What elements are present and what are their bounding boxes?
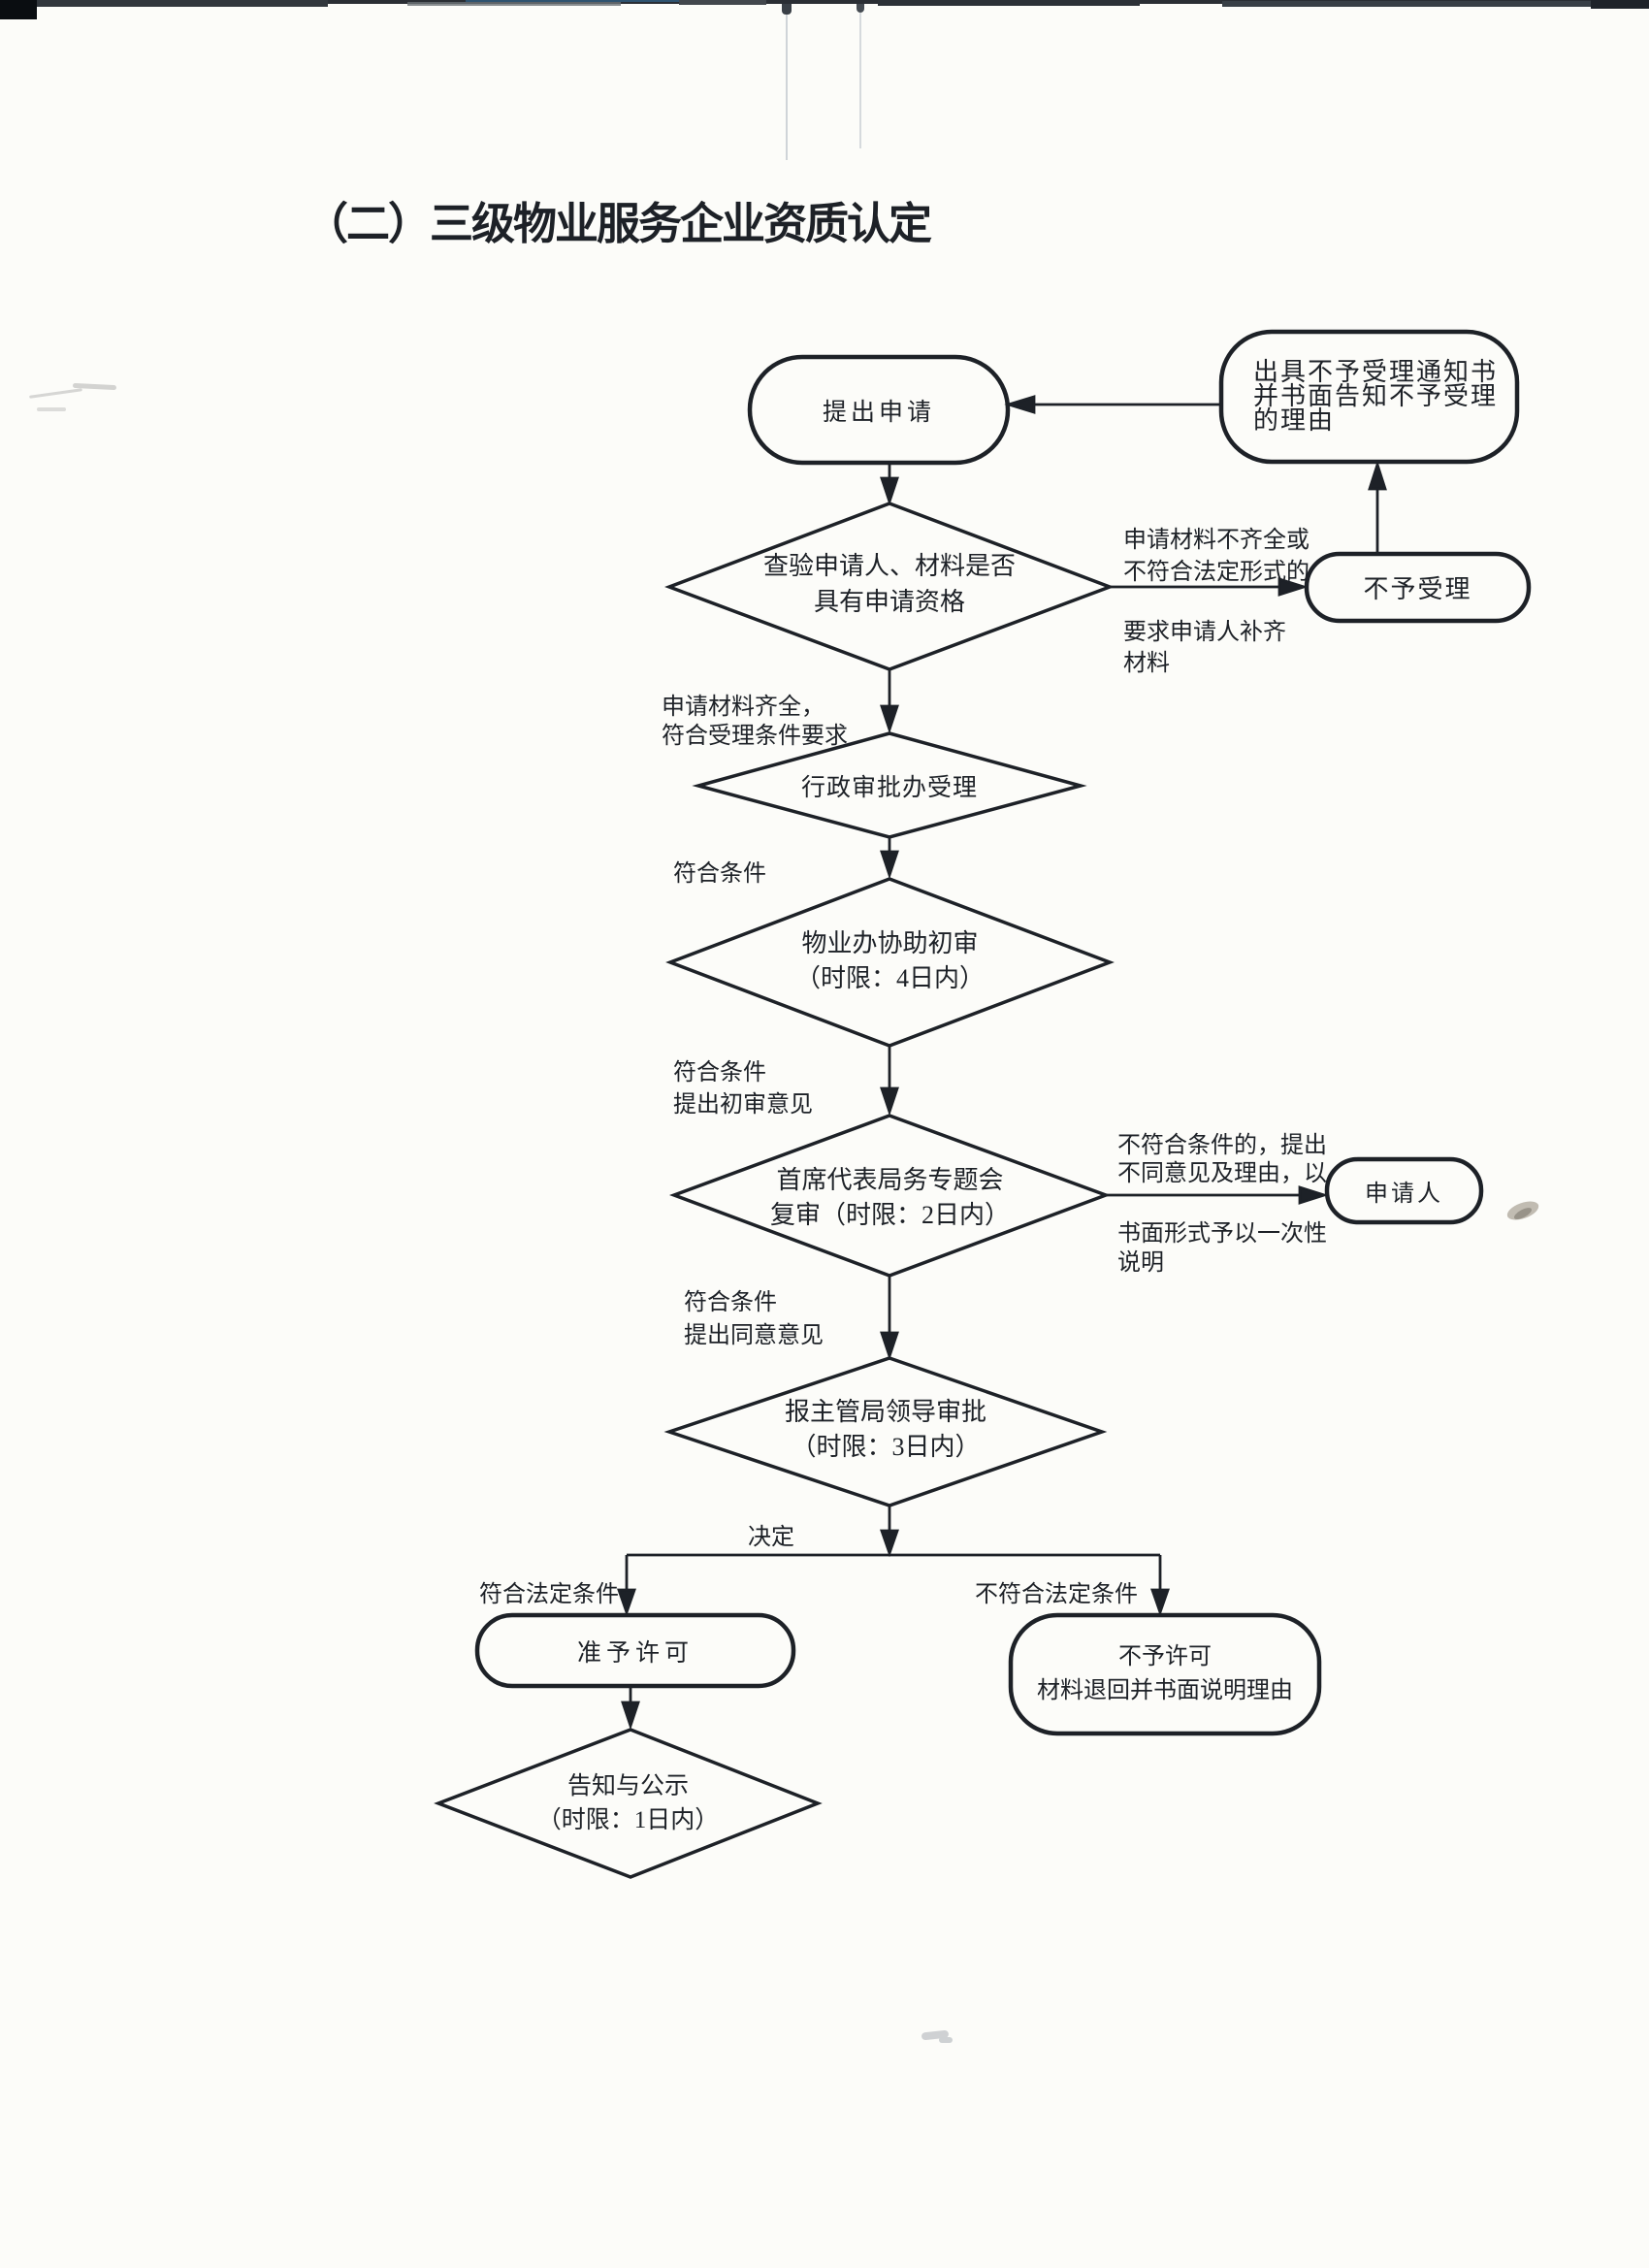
check-line1: 查验申请人、材料是否	[762, 552, 1016, 580]
scan-noise-seg	[1591, 0, 1649, 9]
arrowhead	[1277, 577, 1309, 597]
incomplete-line3: 要求申请人补齐	[1123, 620, 1286, 645]
approve-line2: （时限：3日内）	[791, 1433, 981, 1461]
notice-line1: 出具不予受理通知书	[1253, 358, 1499, 386]
accept-text: 行政审批办受理	[800, 774, 978, 801]
complete-line2: 符合受理条件要求	[662, 724, 848, 749]
scan-noise-top-band	[0, 0, 1649, 4]
review-line1: 首席代表局务专题会	[776, 1166, 1004, 1194]
illegal-label: 不符合法定条件	[975, 1582, 1138, 1607]
deny-line2: 材料退回并书面说明理由	[1037, 1678, 1293, 1703]
node-notice-box	[1218, 329, 1520, 465]
incomplete-note-lower: 要求申请人补齐 材料	[1123, 617, 1286, 679]
approve-label: 报主管局领导审批 （时限：3日内）	[669, 1395, 1102, 1465]
arrowhead	[1298, 1185, 1329, 1205]
scan-noise-blue-edge	[466, 0, 737, 2]
arrowhead	[880, 1331, 899, 1361]
arrowhead	[621, 1701, 640, 1731]
start-label: 提出申请	[750, 357, 1008, 463]
arrowhead	[880, 850, 899, 880]
cond-meet2-line1: 符合条件	[673, 1060, 766, 1085]
arrowhead	[1368, 460, 1387, 491]
cond-meet2-label: 符合条件 提出初审意见	[673, 1057, 813, 1121]
node-announce-diamond	[434, 1728, 823, 1879]
scan-noise-tick	[857, 4, 864, 13]
disagree-note-upper: 不符合条件的，提出 不同意见及理由，以	[1117, 1132, 1327, 1188]
check-line2: 具有申请资格	[813, 588, 965, 616]
node-start	[747, 354, 1011, 466]
review-line2: 复审（时限：2日内）	[769, 1201, 1010, 1229]
legal-label: 符合法定条件	[479, 1582, 619, 1607]
applicant-label: 申请人	[1327, 1159, 1481, 1222]
initial-line2: （时限：4日内）	[794, 964, 985, 992]
scan-noise-seg	[1222, 1, 1649, 7]
notice-line3: 的理由	[1253, 406, 1336, 435]
scan-streak	[786, 15, 788, 160]
disagree-line2: 不同意见及理由，以	[1117, 1161, 1327, 1186]
not-accept-label: 不予受理	[1307, 554, 1529, 621]
not-accept-text: 不予受理	[1363, 575, 1472, 603]
incomplete-line4: 材料	[1123, 651, 1170, 676]
disagree-line4: 说明	[1117, 1250, 1164, 1276]
scan-smudge	[37, 407, 66, 411]
node-deny	[1008, 1612, 1322, 1736]
scan-smudge	[939, 2037, 953, 2043]
arrowhead	[880, 476, 899, 506]
deny-label: 不予许可 材料退回并书面说明理由	[1011, 1615, 1319, 1733]
deny-line1: 不予许可	[1118, 1644, 1212, 1669]
disagree-note-lower: 书面形式予以一次性 说明	[1117, 1219, 1327, 1278]
disagree-line1: 不符合条件的，提出	[1117, 1133, 1327, 1158]
incomplete-line1: 申请材料不齐全或	[1123, 528, 1310, 553]
scan-noise-seg	[407, 2, 621, 6]
scan-streak	[859, 13, 861, 148]
scan-noise-tick	[782, 4, 792, 15]
arrowhead	[880, 1529, 899, 1558]
arrowhead	[880, 704, 899, 734]
scan-noise-seg	[37, 0, 328, 7]
approve-line1: 报主管局领导审批	[784, 1398, 986, 1426]
arrowhead	[1150, 1588, 1170, 1617]
cond-meet2-line2: 提出初审意见	[673, 1092, 813, 1118]
accept-label: 行政审批办受理	[698, 733, 1081, 837]
scan-noise-seg	[878, 0, 1140, 6]
incomplete-line2: 不符合法定形式的	[1123, 560, 1310, 585]
permit-text: 准予许可	[576, 1639, 694, 1667]
complete-line1: 申请材料齐全，	[662, 695, 824, 720]
node-permit	[474, 1612, 796, 1689]
review-label: 首席代表局务专题会 复审（时限：2日内）	[674, 1163, 1106, 1233]
initial-line1: 物业办协助初审	[801, 929, 979, 957]
notice-line2: 并书面告知不予受理	[1253, 382, 1499, 410]
disagree-line3: 书面形式予以一次性	[1117, 1221, 1327, 1247]
cond-meet3-label: 符合条件 提出同意意见	[684, 1286, 824, 1352]
incomplete-note-upper: 申请材料不齐全或 不符合法定形式的	[1123, 525, 1310, 589]
node-applicant	[1324, 1156, 1484, 1225]
notice-text: 出具不予受理通知书 并书面告知不予受理 的理由	[1253, 358, 1499, 435]
announce-label: 告知与公示 （时限：1日内）	[438, 1769, 818, 1837]
announce-line1: 告知与公示	[566, 1773, 689, 1799]
start-text: 提出申请	[822, 399, 935, 426]
cond-meet1-label: 符合条件	[673, 861, 766, 887]
applicant-text: 申请人	[1365, 1182, 1443, 1207]
announce-line2: （时限：1日内）	[536, 1807, 720, 1833]
arrowhead	[1004, 395, 1036, 414]
arrowhead	[617, 1588, 636, 1617]
decision-label: 决定	[748, 1525, 794, 1550]
complete-note: 申请材料齐全， 符合受理条件要求	[662, 693, 848, 751]
page-title: （二）三级物业服务企业资质认定	[305, 200, 932, 248]
permit-label: 准予许可	[477, 1615, 793, 1686]
check-label: 查验申请人、材料是否 具有申请资格	[669, 548, 1110, 620]
cond-meet3-line1: 符合条件	[684, 1290, 777, 1315]
scan-noise-seg	[0, 0, 37, 19]
scan-noise-seg	[679, 0, 766, 5]
arrowhead	[880, 1086, 899, 1117]
cond-meet3-line2: 提出同意意见	[684, 1323, 824, 1348]
initial-label: 物业办协助初审 （时限：4日内）	[670, 926, 1110, 996]
